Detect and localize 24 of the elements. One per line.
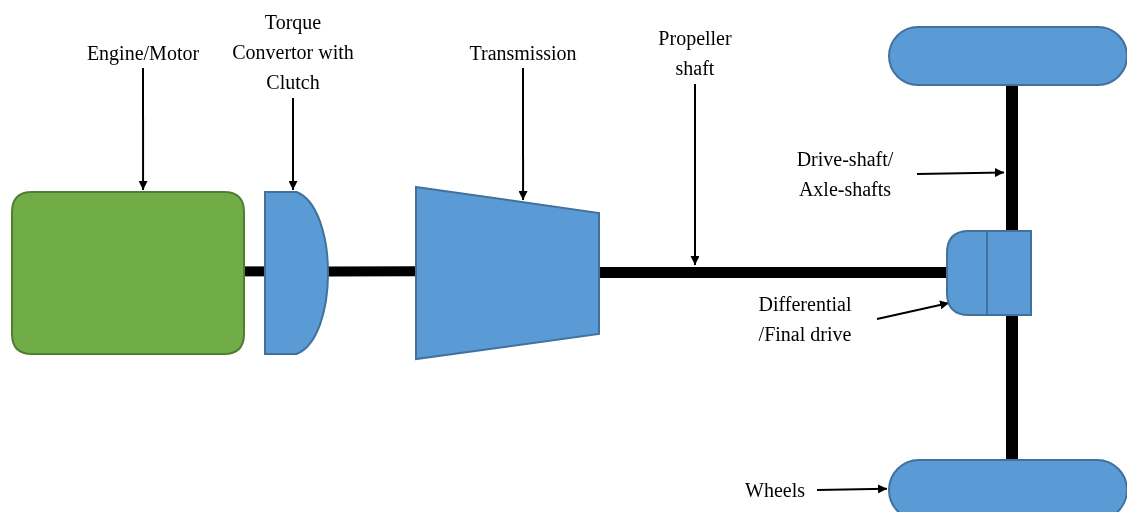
wheel	[889, 460, 1127, 512]
leader-arrow	[518, 67, 528, 201]
part-label: Drive-shaft/ Axle-shafts	[795, 147, 895, 202]
shaft	[244, 266, 265, 277]
leader-arrow	[876, 300, 950, 320]
transmission-shape	[416, 187, 599, 359]
axle-shaft	[1006, 86, 1018, 230]
leader-arrow	[916, 168, 1005, 178]
wheel	[889, 27, 1127, 85]
leader-arrow	[138, 67, 148, 191]
part-label: Differential /Final drive	[757, 292, 853, 347]
axle-shaft	[1006, 316, 1018, 459]
part-label: Wheels	[745, 478, 805, 503]
part-label: Torque Convertor with Clutch	[231, 10, 355, 95]
differential-shape	[947, 231, 1031, 315]
part-label: Transmission	[469, 41, 577, 66]
shaft	[328, 266, 416, 277]
leader-arrow	[690, 83, 700, 266]
part-label: Propeller shaft	[657, 26, 733, 81]
engine-block	[12, 192, 244, 354]
propeller-shaft	[599, 267, 948, 278]
part-label: Engine/Motor	[86, 41, 200, 67]
leader-arrow	[816, 484, 888, 494]
leader-arrow	[288, 97, 298, 191]
